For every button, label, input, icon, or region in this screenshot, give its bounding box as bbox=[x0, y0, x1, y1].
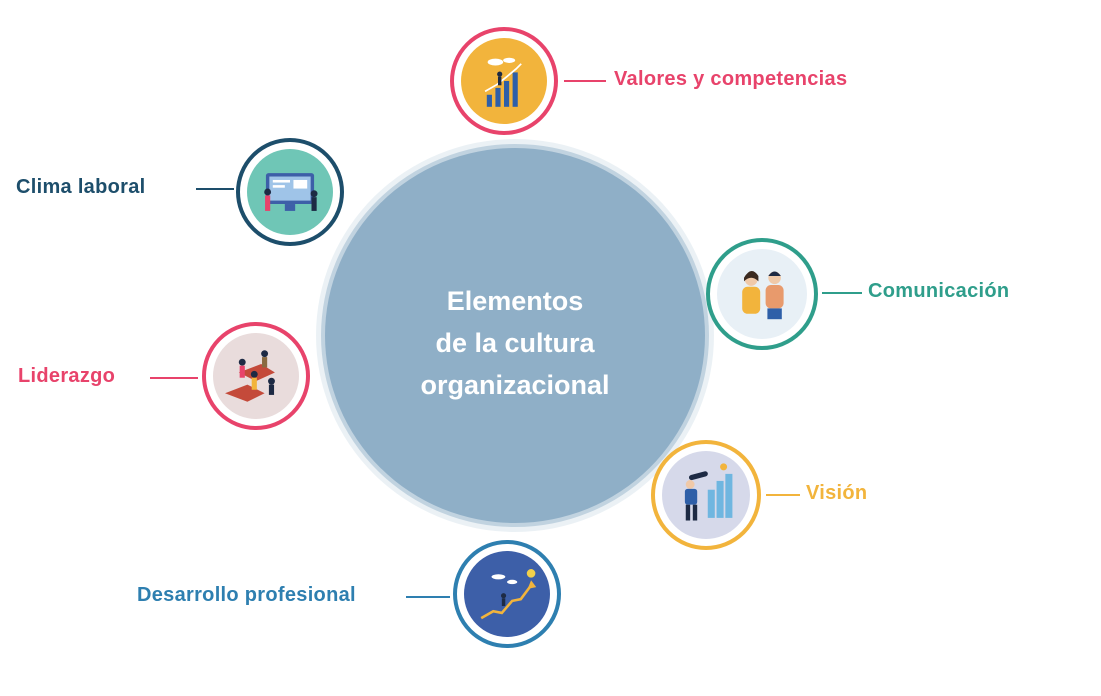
center-title: Elementos de la cultura organizacional bbox=[335, 280, 695, 406]
label-valores: Valores y competencias bbox=[614, 68, 848, 90]
connector-desarrollo bbox=[406, 596, 450, 598]
node-desarrollo bbox=[453, 540, 561, 648]
node-comunicacion bbox=[706, 238, 818, 350]
conversation-icon bbox=[717, 249, 807, 339]
label-clima: Clima laboral bbox=[16, 176, 146, 198]
label-vision: Visión bbox=[806, 482, 868, 504]
connector-valores bbox=[564, 80, 606, 82]
connector-liderazgo bbox=[150, 377, 198, 379]
node-liderazgo bbox=[202, 322, 310, 430]
node-vision bbox=[651, 440, 761, 550]
center-title-line1: Elementos bbox=[446, 286, 584, 316]
connector-clima bbox=[196, 188, 234, 190]
connector-vision bbox=[766, 494, 800, 496]
node-clima bbox=[236, 138, 344, 246]
growth-chart-icon bbox=[461, 38, 547, 124]
connector-comunicacion bbox=[822, 292, 862, 294]
telescope-icon bbox=[662, 451, 750, 539]
computer-team-icon bbox=[247, 149, 333, 235]
node-valores bbox=[450, 27, 558, 135]
center-title-line3: organizacional bbox=[420, 370, 610, 400]
label-liderazgo: Liderazgo bbox=[18, 365, 116, 387]
center-circle bbox=[325, 148, 705, 523]
leadership-icon bbox=[213, 333, 299, 419]
label-comunicacion: Comunicación bbox=[868, 280, 1010, 302]
label-desarrollo: Desarrollo profesional bbox=[137, 584, 356, 606]
career-growth-icon bbox=[464, 551, 550, 637]
center-title-line2: de la cultura bbox=[435, 328, 595, 358]
